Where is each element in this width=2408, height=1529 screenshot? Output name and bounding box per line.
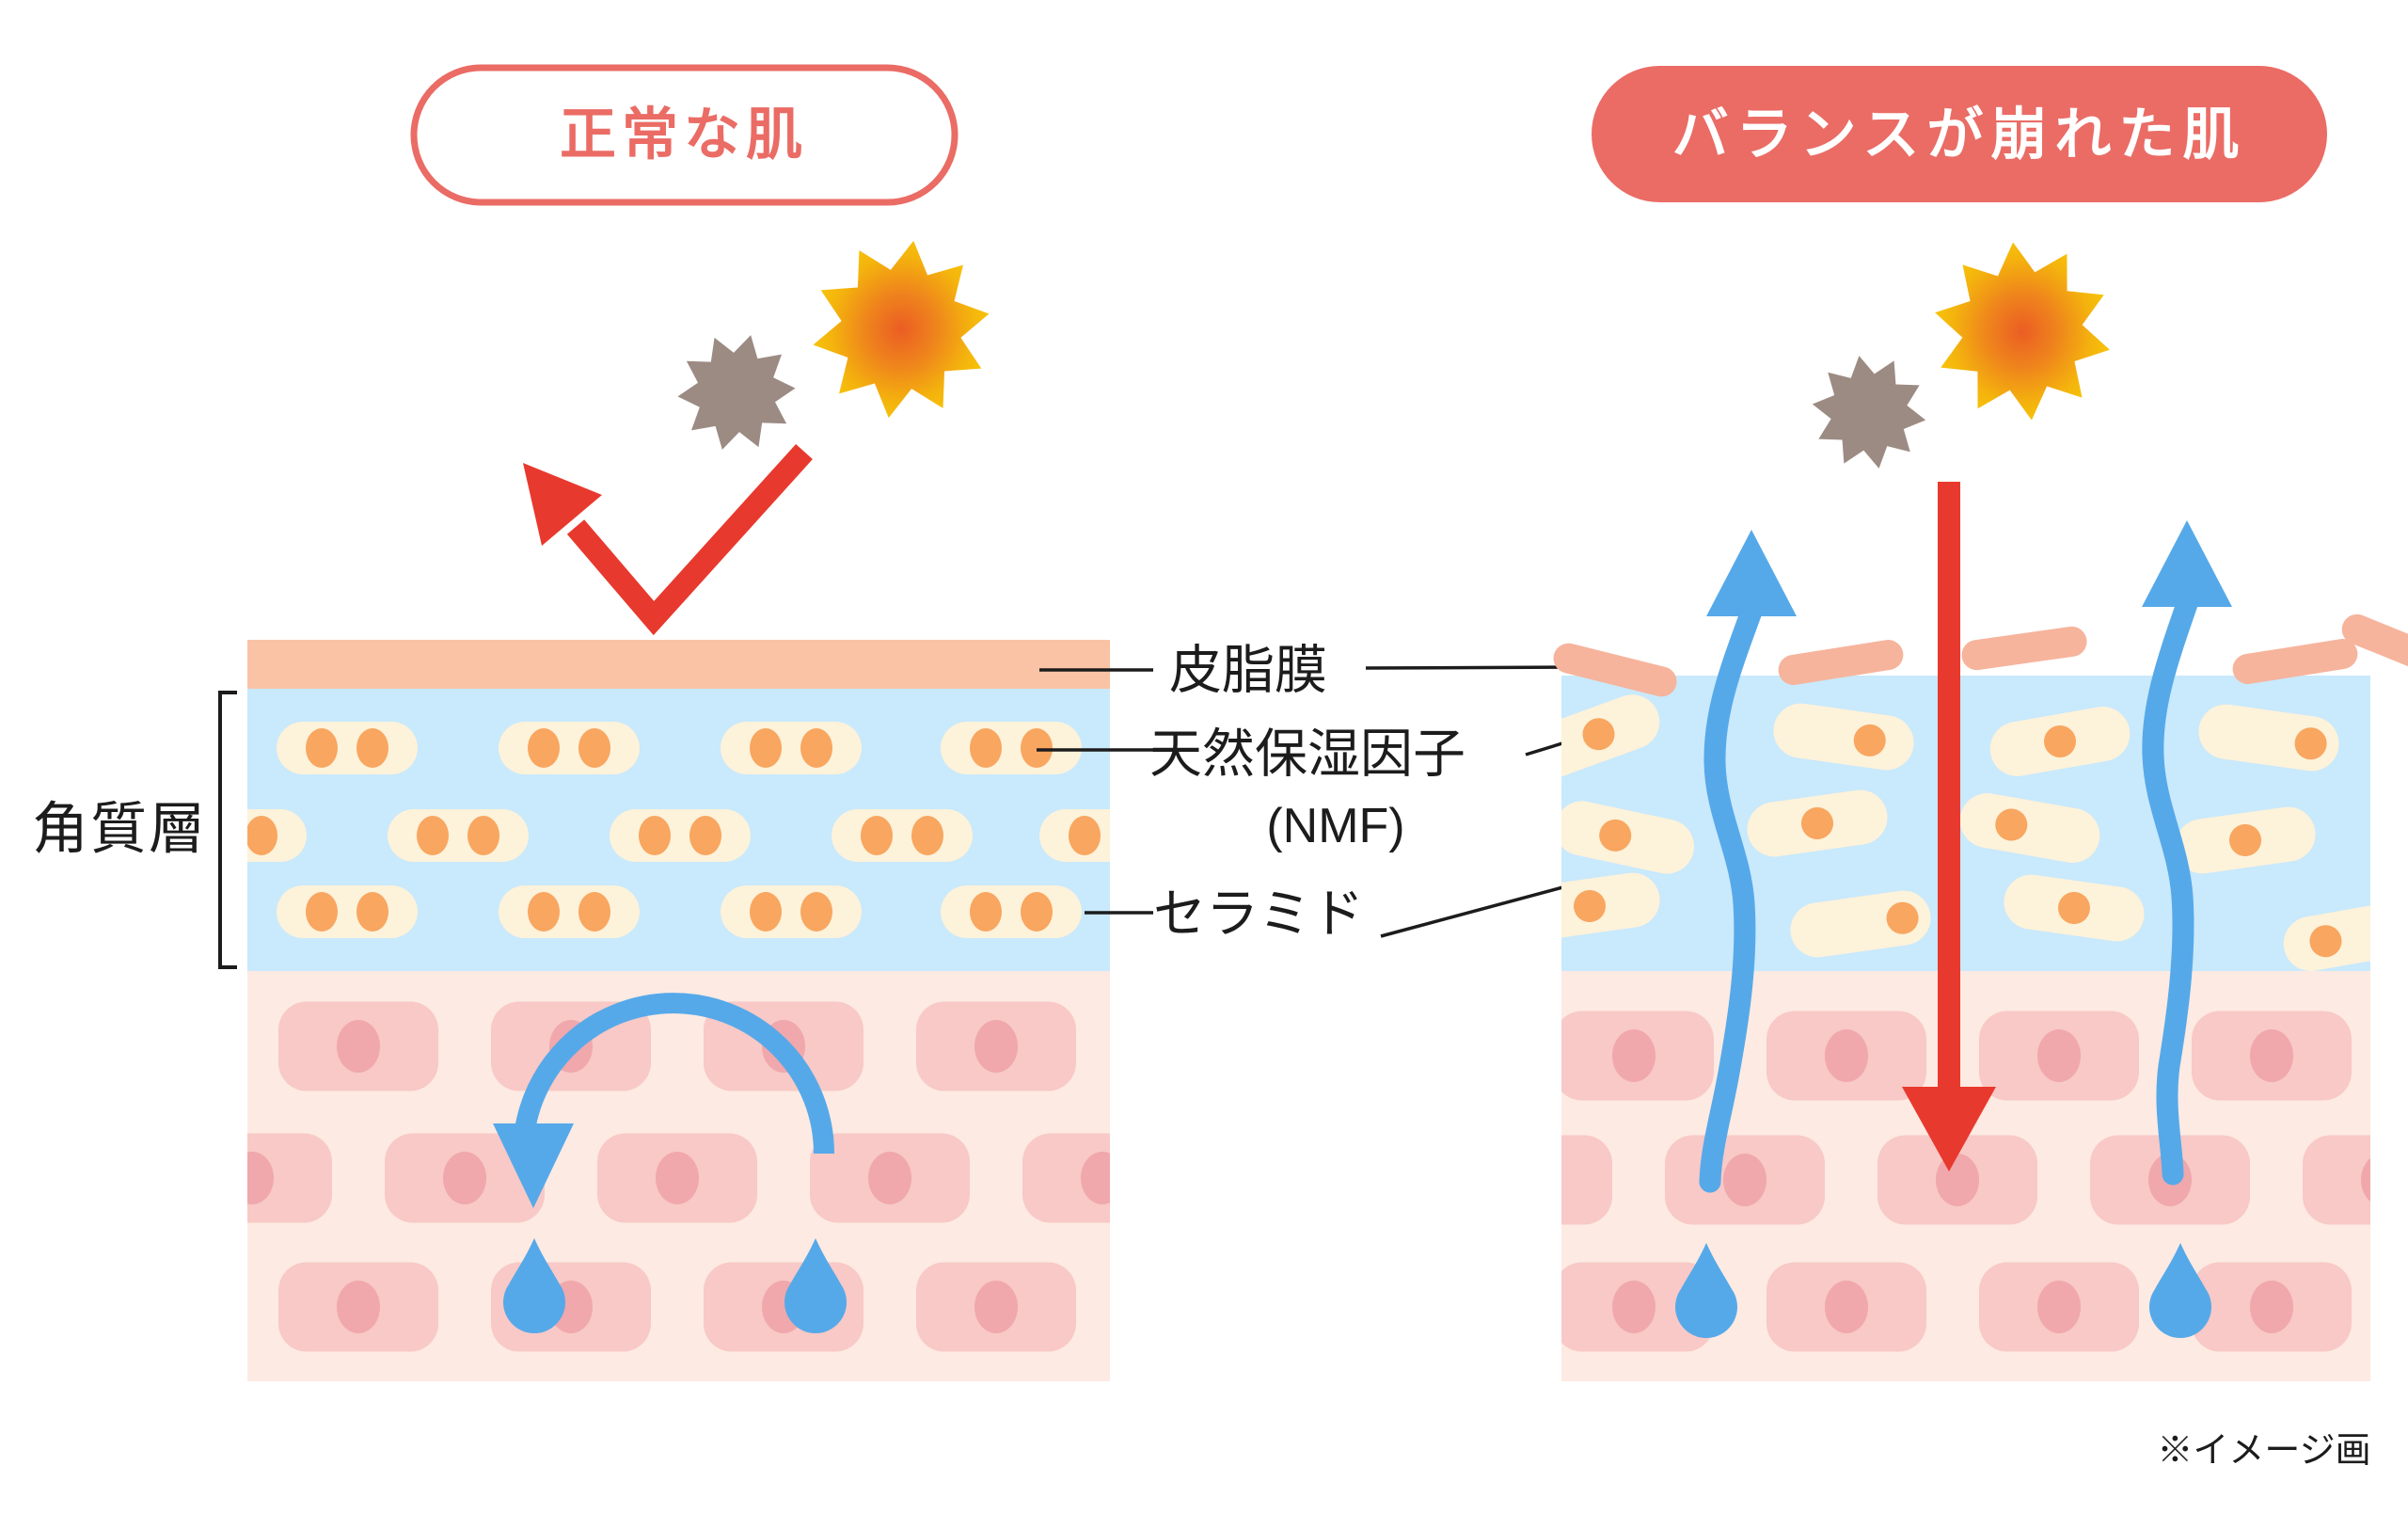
skin-cell-icon	[1561, 1135, 1612, 1225]
skin-cell-icon	[2192, 1262, 2352, 1352]
ceramide-cell-icon	[277, 885, 418, 938]
ceramide-cell-icon	[499, 885, 640, 938]
ceramide-cell-icon	[1986, 702, 2134, 781]
skin-cell-icon	[1561, 1011, 1714, 1101]
ceramide-leader-right	[1380, 877, 1595, 938]
sun-icon	[804, 229, 998, 430]
ceramide-cell-icon	[721, 722, 862, 774]
ceramide-cell-icon	[2279, 897, 2370, 976]
normal-skin-block	[247, 640, 1110, 1381]
unbalanced-skin-title-pill: バランスが崩れた肌	[1592, 66, 2327, 202]
ceramide-cell-icon	[721, 885, 862, 938]
normal-skin-title-pill: 正常な肌	[410, 64, 958, 206]
sebum-film-layer	[247, 640, 1110, 689]
nmf-abbr-label: (NMF)	[1266, 799, 1404, 853]
skin-cell-icon	[2303, 1135, 2370, 1225]
ceramide-cell-icon	[1561, 868, 1664, 944]
sebum-dash-icon	[1959, 624, 2089, 673]
ceramide-cell-icon	[388, 809, 529, 862]
uv-penetrate-arrow-icon	[1902, 482, 1996, 1171]
ceramide-cell-icon	[832, 809, 973, 862]
unbalanced-skin-block	[1561, 676, 2370, 1381]
ceramide-label: セラミド	[1153, 884, 1364, 944]
skin-cell-icon	[278, 1001, 438, 1091]
pill-outline	[410, 64, 958, 206]
moisture-escape-arrow-icon	[2142, 520, 2232, 1186]
skin-cell-icon	[1022, 1133, 1110, 1223]
ceramide-cell-icon	[941, 722, 1082, 774]
ceramide-cell-icon	[2000, 870, 2148, 946]
ceramide-cell-icon	[2194, 700, 2343, 775]
ceramide-cell-icon	[277, 722, 418, 774]
ceramide-cell-icon	[1039, 809, 1110, 862]
moisture-escape-arrow-icon	[1699, 530, 1797, 1193]
unbalanced-skin-title: バランスが崩れた肌	[1672, 104, 2247, 167]
skin-cell-icon	[916, 1001, 1076, 1091]
ceramide-cell-icon	[499, 722, 640, 774]
skin-cell-icon	[916, 1262, 1076, 1352]
ceramide-cell-icon	[1786, 886, 1935, 962]
ceramide-cell-icon	[1743, 786, 1892, 861]
pill-fill	[1592, 66, 2327, 202]
sebum-film-label: 皮脂膜	[1169, 641, 1327, 700]
center-annotations: 皮脂膜 天然保湿因子 (NMF) セラミド	[1037, 641, 1600, 944]
germ-icon	[1805, 346, 1933, 478]
skin-cell-icon	[2192, 1011, 2352, 1101]
sun-icon	[1928, 233, 2116, 429]
skin-cell-icon	[597, 1133, 757, 1223]
sebum-film-leader-right	[1365, 665, 1592, 670]
ceramide-cell-icon	[941, 885, 1082, 938]
ceramide-cell-icon	[2171, 803, 2320, 878]
ceramide-cell-icon	[1956, 788, 2104, 868]
normal-skin-title: 正常な肌	[560, 104, 808, 167]
uv-reflect-arrow-icon	[523, 443, 813, 636]
stratum-corneum-label: 角質層	[32, 798, 207, 861]
skin-cell-icon	[1979, 1011, 2139, 1101]
ceramide-cell-icon	[610, 809, 751, 862]
ceramide-cell-icon	[1561, 687, 1668, 787]
skin-cell-icon	[1766, 1262, 1926, 1352]
ceramide-cell-icon	[1769, 699, 1918, 774]
skin-cell-icon	[1979, 1262, 2139, 1352]
stratum-corneum-bracket-icon	[218, 691, 237, 969]
skin-cell-icon	[247, 1133, 332, 1223]
skin-cell-icon	[278, 1262, 438, 1352]
germ-icon	[668, 321, 805, 464]
moisture-circulation-arrow-icon	[493, 993, 834, 1208]
skin-cell-icon	[1665, 1135, 1825, 1225]
nmf-label: 天然保湿因子	[1149, 725, 1465, 784]
ceramide-cell-icon	[1561, 796, 1700, 879]
footnote: ※イメージ画	[2157, 1431, 2370, 1471]
unbalanced-skin-panel: バランスが崩れた肌	[1550, 66, 2408, 1381]
normal-skin-panel: 正常な肌	[32, 64, 1110, 1381]
